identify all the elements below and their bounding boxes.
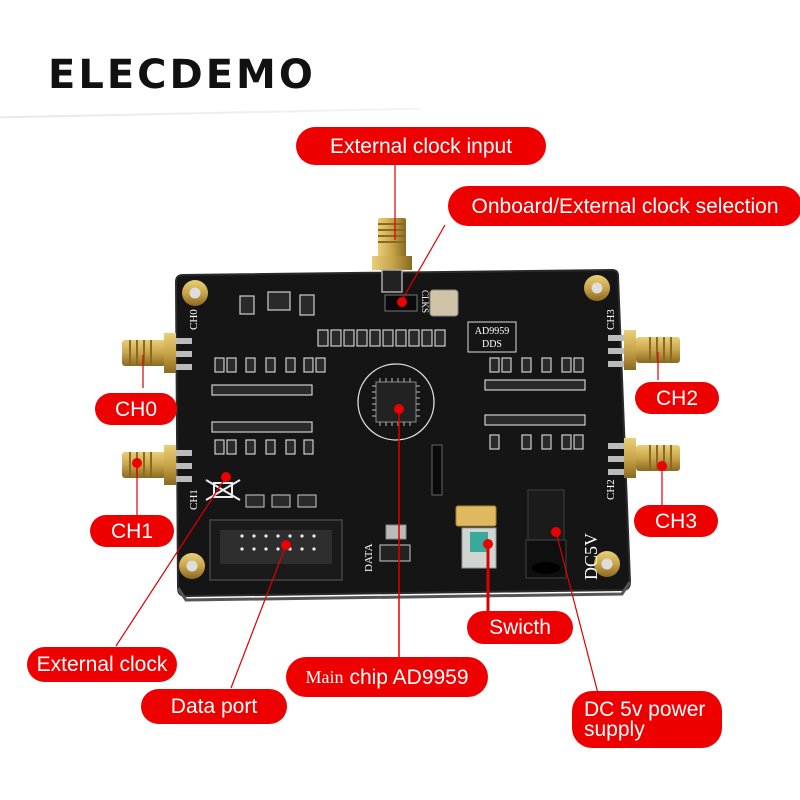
line-clock-selection xyxy=(401,224,446,301)
main-chip-ad9959 xyxy=(375,381,417,423)
callout-ch2: CH2 xyxy=(635,382,719,414)
dc-power-line2: supply xyxy=(584,717,645,741)
silkscreen-clks: CLKS xyxy=(420,290,430,313)
line-external-clock xyxy=(115,476,227,647)
main-chip-prefix: Main xyxy=(305,667,344,687)
mounting-hole-tr xyxy=(584,275,610,301)
callout-switch: Swicth xyxy=(467,611,573,644)
small-regulator xyxy=(385,524,407,540)
mounting-hole-br xyxy=(594,551,620,577)
brand-logo: ELECDEMO xyxy=(48,52,316,98)
dc-power-line1: DC 5v power xyxy=(584,697,706,721)
mounting-hole-tl xyxy=(182,280,208,306)
line-dc-power xyxy=(555,531,602,706)
sma-connector-clock-in xyxy=(372,218,412,293)
voltage-regulator xyxy=(379,544,411,562)
dc-power-jack xyxy=(525,489,567,579)
sma-connector-ch2 xyxy=(608,330,680,370)
callout-clock-selection: Onboard/External clock selection xyxy=(448,186,800,226)
silkscreen-data: DATA xyxy=(363,543,375,572)
mounting-hole-bl xyxy=(179,553,205,579)
silkscreen-dds: DDS xyxy=(482,339,502,350)
power-switch xyxy=(455,505,497,569)
sma-connector-ch3 xyxy=(608,438,680,478)
callout-ch0: CH0 xyxy=(95,393,177,425)
chip-label-box xyxy=(467,321,517,353)
callout-data-port: Data port xyxy=(141,689,287,724)
silkscreen-ch0: CH0 xyxy=(188,309,200,330)
silkscreen-ch2: CH2 xyxy=(605,479,617,500)
callout-external-clock-input: External clock input xyxy=(296,127,546,165)
callout-dc-power: DC 5v power supply xyxy=(572,691,722,748)
data-port-header xyxy=(209,519,343,581)
resistor-arrays xyxy=(245,494,317,508)
callout-lines xyxy=(115,162,663,706)
line-data-port xyxy=(230,544,287,689)
sma-connector-ch0 xyxy=(122,333,192,373)
x-mark xyxy=(205,479,241,501)
crystal-oscillator xyxy=(429,289,459,317)
main-chip-outline xyxy=(357,363,435,441)
callout-dots xyxy=(132,297,667,550)
callout-external-clock: External clock xyxy=(27,647,177,682)
silkscreen-ch3: CH3 xyxy=(605,309,617,330)
callout-ch1: CH1 xyxy=(90,515,174,547)
silkscreen-dc5v: DC5V xyxy=(581,533,601,580)
clk-io-header xyxy=(431,444,443,496)
main-chip-label: chip AD9959 xyxy=(349,665,469,689)
silkscreen-chip: AD9959 xyxy=(475,326,509,337)
pcb-edge xyxy=(176,581,632,602)
smd-components xyxy=(211,291,586,455)
silkscreen-ch1: CH1 xyxy=(188,489,200,510)
callout-main-chip: Main chip AD9959 xyxy=(286,657,488,697)
callout-ch3: CH3 xyxy=(634,505,718,537)
